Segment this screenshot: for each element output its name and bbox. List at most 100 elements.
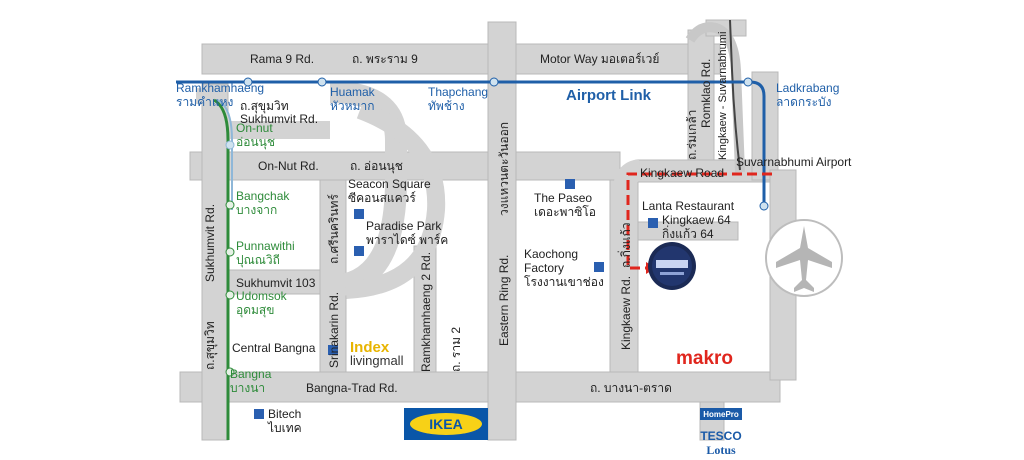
al-label-ramkhamhaeng: Ramkhamhaeng (176, 81, 264, 95)
bts-track (213, 98, 230, 440)
bts-label-bangna-th: บางนา (230, 381, 265, 395)
label-sukhumvit-th-top: ถ.สุขุมวิท (240, 99, 289, 114)
airport-link-line (176, 77, 769, 211)
marker-paseo (565, 179, 575, 189)
label-sukhumvit-vertical-th: ถ.สุขุมวิท (203, 321, 218, 370)
label-bangna-trad: Bangna-Trad Rd. (306, 381, 398, 395)
al-station-suvarnabhumi (759, 201, 769, 211)
al-label-huamak-th: หัวหมาก (330, 99, 374, 113)
bts-label-udomsok: Udomsok (236, 289, 288, 303)
eastern-ring-road (487, 21, 517, 441)
seacon-loop-road (329, 81, 407, 297)
label-eastern-ring-th: วงแหวนตะวันออก (497, 122, 511, 216)
marker-bitech (254, 409, 264, 419)
al-station-ladkrabang (743, 77, 753, 87)
rama9-road (201, 43, 721, 75)
label-kingkaew64: Kingkaew 64 (662, 213, 731, 227)
label-bitech-th: ไบเทค (267, 421, 302, 435)
label-kingkaew64-th: กิ่งแก้ว 64 (662, 225, 714, 241)
lotus-logo-text: Lotus (706, 443, 736, 457)
bts-station-bangna (225, 367, 235, 377)
al-station-ramkhamhaeng (243, 77, 253, 87)
al-label-ladkrabang: Ladkrabang (776, 81, 839, 95)
kingkaew-road-curve (612, 159, 643, 197)
al-station-thapchang (489, 77, 499, 87)
kingkaew-road-vertical (609, 179, 639, 373)
bts-label-onnut: On-nut (236, 121, 273, 135)
label-bitech: Bitech (268, 407, 301, 421)
al-label-ramkhamhaeng-th: รามคำแหง (176, 95, 233, 109)
al-label-huamak: Huamak (330, 85, 376, 99)
label-paradise: Paradise Park (366, 219, 442, 233)
bts-label-udomsok-th: อุดมสุข (236, 303, 274, 318)
label-seacon: Seacon Square (348, 177, 431, 191)
label-sukhumvit-vertical: Sukhumvit Rd. (203, 204, 217, 282)
label-central: Central Bangna (232, 341, 316, 355)
label-ramkhamhaeng2: Ramkhamhaeng 2 Rd. (419, 252, 433, 372)
route-dashed (626, 172, 772, 270)
kingkaew64-road (637, 221, 739, 241)
label-srinakarin-th: ถ.ศรีนครินทร์ (327, 194, 341, 264)
bts-station-punnawithi (225, 247, 235, 257)
label-romklao-th: ถ.ร่มเกล้า (685, 110, 699, 160)
destination-logo (648, 242, 696, 290)
label-kingkaew-road: Kingkaew Road (640, 166, 724, 180)
marker-lanta (648, 218, 658, 228)
kingkaew-suvarnabhumi-curve (685, 22, 745, 173)
label-motorway: Motor Way มอเตอร์เวย์ (540, 52, 659, 66)
label-paseo: The Paseo (534, 191, 592, 205)
homepro-tesco-logo: HomePro TESCO Lotus (700, 408, 742, 457)
homepro-logo-text: HomePro (703, 410, 739, 419)
place-markers (254, 179, 658, 419)
al-label-thapchang: Thapchang (428, 85, 488, 99)
bangna-trad-road (179, 371, 781, 403)
label-kaochong-th: โรงงานเขาช่อง (524, 275, 604, 289)
label-paradise-th: พาราไดซ์ พาร์ค (366, 233, 448, 247)
al-station-huamak (317, 77, 327, 87)
label-seacon-th: ซีคอนสแควร์ (348, 191, 416, 205)
label-kaochong: Kaochong (524, 247, 578, 261)
label-kingkaew-vertical-th: ถ.กิ่งแก้ว (617, 223, 633, 268)
label-sukhumvit103: Sukhumvit 103 (236, 276, 316, 290)
bts-label-punnawithi: Punnawithi (236, 239, 295, 253)
label-ramkhamhaeng2-th: ถ. ราม 2 (449, 327, 463, 372)
label-romklao: Romklao Rd. (699, 59, 713, 128)
bts-label-bangchak-th: บางจาก (236, 203, 277, 217)
ikea-logo: IKEA (404, 408, 488, 440)
bts-station-bangchak (225, 200, 235, 210)
road-network (179, 19, 797, 441)
marker-paradise (354, 246, 364, 256)
airport-link-title: Airport Link (566, 87, 652, 104)
marker-central (328, 345, 338, 355)
bts-station-udomsok (225, 290, 235, 300)
index-livingmall-logo: Index livingmall (350, 339, 404, 368)
bts-label-onnut-th: อ่อนนุช (236, 135, 275, 150)
label-bangna-trad-th: ถ. บางนา-ตราด (590, 381, 672, 395)
romklao-line (729, 19, 741, 171)
romklao-road (687, 29, 715, 161)
bts-label-bangchak: Bangchak (236, 189, 290, 203)
label-lanta: Lanta Restaurant (642, 199, 735, 213)
ikea-logo-text: IKEA (429, 416, 462, 432)
bts-line (213, 98, 235, 440)
label-kaochong-2: Factory (524, 261, 564, 275)
label-rama9-th: ถ. พระราม 9 (352, 52, 418, 66)
index-logo-top: Index (350, 339, 390, 356)
al-label-ladkrabang-th: ลาดกระบัง (776, 95, 832, 109)
bts-label-bangna: Bangna (230, 367, 272, 381)
label-onnut-th: ถ. อ่อนนุช (350, 159, 403, 174)
label-kingkaew-vertical: Kingkaew Rd. (619, 276, 633, 350)
makro-logo: makro (676, 348, 733, 369)
marker-seacon (354, 209, 364, 219)
bts-station-onnut (225, 140, 235, 150)
bts-label-punnawithi-th: ปุณณวิถี (236, 253, 280, 268)
bts-track-light (217, 99, 233, 210)
label-kingkaew-suvarnabhumi: Kingkaew - Suvarnabhumi (717, 32, 729, 160)
al-label-thapchang-th: ทัพช้าง (428, 99, 465, 113)
label-paseo-th: เดอะพาซิโอ (534, 205, 596, 219)
label-srinakarin: Srinakarin Rd. (327, 292, 341, 368)
index-logo-bottom: livingmall (350, 353, 404, 368)
label-onnut-rd: On-Nut Rd. (258, 159, 319, 173)
paradise-loop-road (345, 101, 446, 299)
